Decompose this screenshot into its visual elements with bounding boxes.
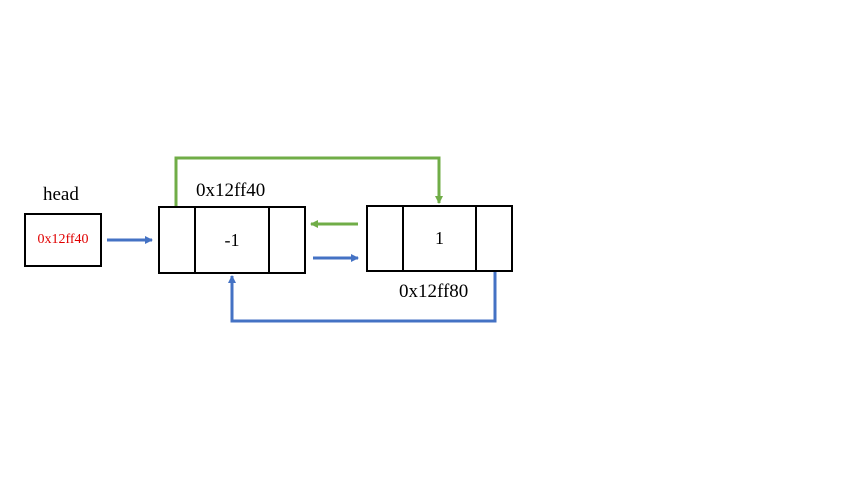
head-label: head: [43, 184, 79, 205]
node-2: 1: [366, 205, 513, 272]
node-1: -1: [158, 206, 306, 274]
node-1-value: -1: [224, 229, 240, 250]
node-2-next-loop-arrow: [228, 272, 497, 323]
node-2-value: 1: [435, 228, 444, 248]
node-1-address: 0x12ff40: [196, 180, 266, 201]
node-2-data-field: 1: [402, 207, 477, 270]
node-1-data-field: -1: [194, 208, 270, 272]
node-2-address: 0x12ff80: [399, 281, 469, 302]
head-box: 0x12ff40: [24, 213, 102, 267]
node-1-prev-loop-arrow: [174, 156, 443, 206]
head-value: 0x12ff40: [37, 232, 89, 247]
